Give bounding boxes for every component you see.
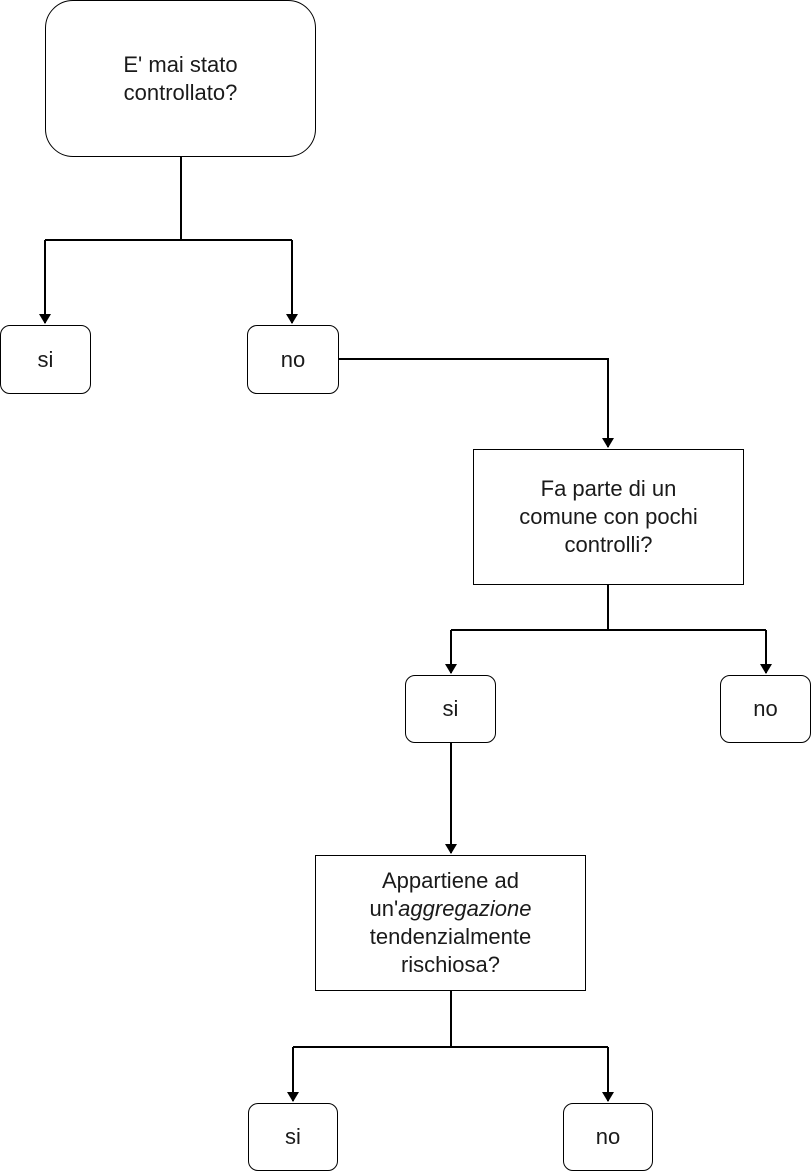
arrow-no-to-q2 <box>339 358 614 448</box>
decision-text-prefix: un' <box>369 896 399 921</box>
decision-text-line: controlli? <box>564 532 653 557</box>
answer-node-yes: si <box>0 325 91 394</box>
answer-label: si <box>37 346 54 372</box>
decision-text-line: E' mai stato <box>123 51 238 77</box>
decision-node-aggregation: Appartiene ad un'aggregazione tendenzial… <box>315 855 586 991</box>
decision-text-line: Fa parte di un <box>540 476 677 501</box>
answer-node-no: no <box>720 675 811 743</box>
decision-text-line: tendenzialmente <box>369 924 532 949</box>
answer-label: no <box>595 1124 621 1149</box>
answer-node-no: no <box>563 1103 653 1171</box>
answer-node-yes: si <box>405 675 496 743</box>
decision-text-line: un'aggregazione <box>369 895 531 923</box>
answer-label: no <box>753 696 778 721</box>
answer-node-no: no <box>247 325 339 394</box>
answer-label: si <box>285 1124 301 1149</box>
decision-node-controlled: E' mai stato controllato? <box>45 0 316 157</box>
decision-node-municipality: Fa parte di un comune con pochi controll… <box>473 449 744 585</box>
answer-node-yes: si <box>248 1103 338 1171</box>
decision-text-line: comune con pochi <box>519 504 698 529</box>
decision-text-line: Appartiene ad <box>381 868 519 893</box>
decision-text-line: rischiosa? <box>400 952 501 977</box>
decision-text-line: controllato? <box>123 79 238 105</box>
decision-text-italic: aggregazione <box>398 896 532 921</box>
answer-label: no <box>280 346 306 372</box>
answer-label: si <box>442 696 459 721</box>
